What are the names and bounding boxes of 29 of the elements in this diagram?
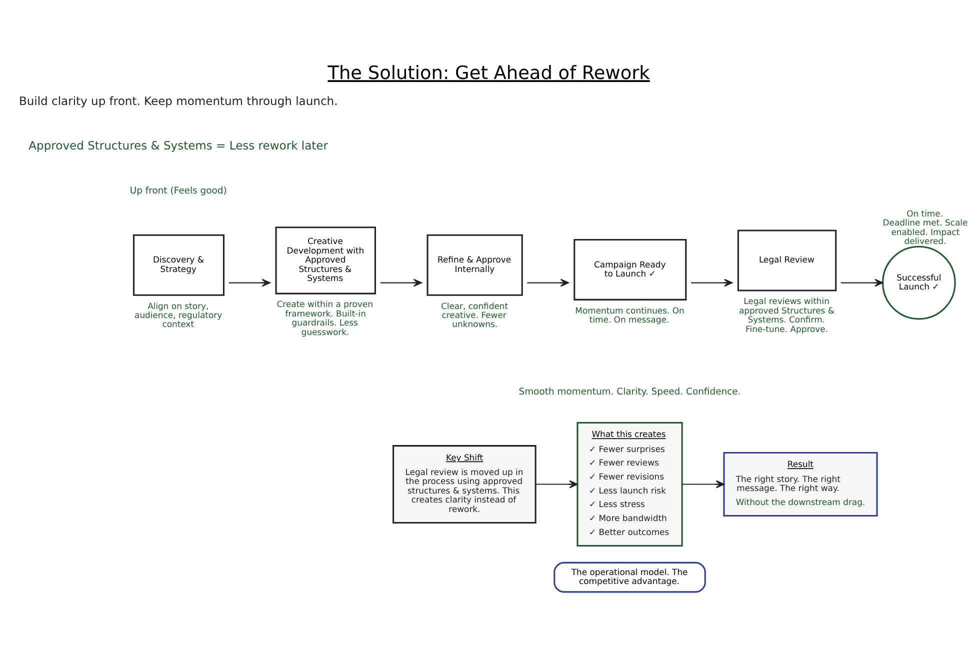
node-label: Deadline met. Scale enabled. Impact delivered.	[882, 217, 968, 246]
node-label: Momentum continues. On time. On message.	[575, 304, 684, 324]
node-box: The operational model. The competitive advantage.	[554, 561, 706, 592]
arrow	[380, 278, 422, 286]
arrow	[527, 278, 570, 286]
node-box: Refine & Approve Internally	[426, 234, 523, 296]
arrow	[536, 480, 578, 488]
node-box: Campaign Ready to Launch ✓	[574, 238, 687, 300]
node-box: Legal Review	[737, 229, 837, 291]
arrow	[840, 278, 884, 286]
node-label: Legal reviews within approved Structures & Systems. Confirm. Fine-tune. Approve.	[738, 296, 834, 334]
node-box: What this creates ✓ Fewer surprises ✓ Fewer reviews ✓ Fewer revisions ✓ Less launch risk ✓ Less stress ✓ More bandwidth ✓ Better outcomes	[576, 421, 683, 546]
label: Approved Structures & Systems = Less rework later	[28, 138, 328, 152]
node-box: Discovery & Strategy	[132, 234, 224, 296]
node-label: On time.	[906, 208, 944, 218]
node-label: Clear, confident creative. Fewer unknowns.	[440, 300, 508, 329]
node-box: Result The right story. The right message. The right way. Without the downstream drag.	[723, 451, 878, 516]
node-circle: Successful Launch ✓	[882, 245, 956, 320]
arrow	[228, 278, 270, 286]
arrow	[691, 278, 733, 286]
node-label: Create within a proven framework. Built-in guardrails. Less guesswork.	[276, 298, 373, 336]
diagram-title: The Solution: Get Ahead of Rework	[328, 62, 650, 84]
label: Up front (Feels good)	[130, 185, 227, 196]
node-label: Align on story, audience, regulatory context	[134, 300, 222, 329]
node-box: Key Shift Legal review is moved up in the process using approved structures & systems. This creates clarity instead of rework.	[392, 444, 536, 523]
arrow	[682, 480, 724, 488]
label: Smooth momentum. Clarity. Speed. Confidence.	[518, 386, 741, 397]
label: Build clarity up front. Keep momentum through launch.	[18, 93, 338, 108]
node-box: Creative Development with Approved Structures & Systems	[275, 226, 376, 294]
